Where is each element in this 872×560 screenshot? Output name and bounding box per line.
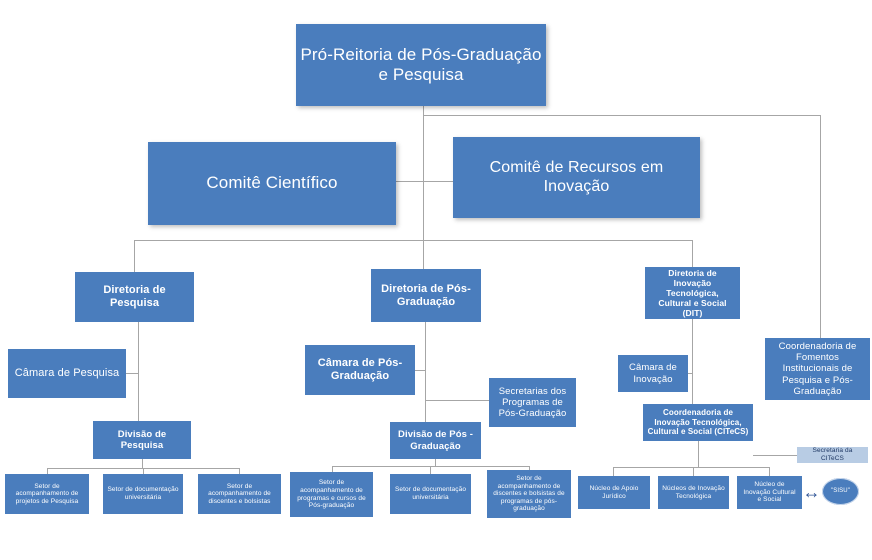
connector-line: [613, 467, 769, 468]
connector-line: [138, 322, 139, 421]
connector-line: [423, 106, 424, 240]
connector-line: [126, 373, 138, 374]
connector-line: [239, 468, 240, 474]
connector-line: [332, 466, 333, 472]
org-box-camara-pesquisa: Câmara de Pesquisa: [8, 349, 126, 398]
org-box-camara-inovacao: Câmara de Inovação: [618, 355, 688, 392]
org-box-diretoria-pesquisa: Diretoria de Pesquisa: [75, 272, 194, 322]
connector-line: [698, 441, 699, 467]
connector-line: [693, 467, 694, 476]
connector-line: [769, 467, 770, 476]
org-box-secretaria-citecs: Secretaria da CITeCS: [797, 447, 868, 463]
org-box-secretarias-programas: Secretarias dos Programas de Pós-Graduaç…: [489, 378, 576, 427]
org-box-nucleos-inovacao-tecnologica: Núcleos de Inovação Tecnológica: [658, 476, 729, 509]
connector-line: [529, 466, 530, 470]
connector-line: [134, 240, 135, 272]
org-box-camara-pos-graduacao: Câmara de Pós-Graduação: [305, 345, 415, 395]
org-box-setor-discentes-1: Setor de acompanhamento de discentes e b…: [198, 474, 281, 514]
connector-line: [820, 115, 821, 338]
org-box-setor-programas-cursos: Setor de acompanhamento de programas e c…: [290, 472, 373, 517]
org-box-setor-projetos-pesquisa: Setor de acompanhamento de projetos de P…: [5, 474, 89, 514]
connector-line: [688, 373, 692, 374]
connector-line: [142, 459, 143, 468]
connector-line: [430, 466, 431, 474]
connector-line: [134, 240, 692, 241]
org-box-setor-discentes-2: Setor de acompanhamento de discentes e b…: [487, 470, 571, 518]
connector-line: [613, 467, 614, 476]
connector-line: [425, 400, 489, 401]
connector-line: [435, 459, 436, 466]
connector-line: [47, 468, 48, 474]
connector-line: [396, 181, 453, 182]
org-box-comite-cientifico: Comitê Científico: [148, 142, 396, 225]
org-box-divisao-pesquisa: Divisão de Pesquisa: [93, 421, 191, 459]
connector-line: [692, 240, 693, 267]
connector-line: [143, 468, 144, 474]
org-box-citecs: Coordenadoria de Inovação Tecnológica, C…: [643, 404, 753, 441]
org-box-coordenadoria-fomentos: Coordenadoria de Fomentos Institucionais…: [765, 338, 870, 400]
double-arrow-icon: ↔: [802, 482, 821, 502]
org-box-diretoria-inovacao-dit: Diretoria de Inovação Tecnológica, Cultu…: [645, 267, 740, 319]
connector-line: [423, 115, 820, 116]
connector-line: [415, 370, 425, 371]
org-ellipse-sisu: "SISU": [822, 478, 859, 505]
org-box-setor-documentacao-1: Setor de documentação universitária: [103, 474, 183, 514]
org-box-comite-recursos-inovacao: Comitê de Recursos em Inovação: [453, 137, 700, 218]
org-box-nucleo-inovacao-cultural-social: Núcleo de Inovação Cultural e Social: [737, 476, 802, 509]
org-box-diretoria-pos-graduacao: Diretoria de Pós-Graduação: [371, 269, 481, 322]
connector-line: [753, 455, 797, 456]
org-box-setor-documentacao-2: Setor de documentação universitária: [390, 474, 471, 514]
connector-line: [692, 319, 693, 404]
org-box-nucleo-apoio-juridico: Núcleo de Apoio Jurídico: [578, 476, 650, 509]
connector-line: [425, 322, 426, 422]
org-box-divisao-pos-graduacao: Divisão de Pós - Graduação: [390, 422, 481, 459]
connector-line: [423, 240, 424, 269]
org-box-pro-reitoria: Pró-Reitoria de Pós-Graduação e Pesquisa: [296, 24, 546, 106]
